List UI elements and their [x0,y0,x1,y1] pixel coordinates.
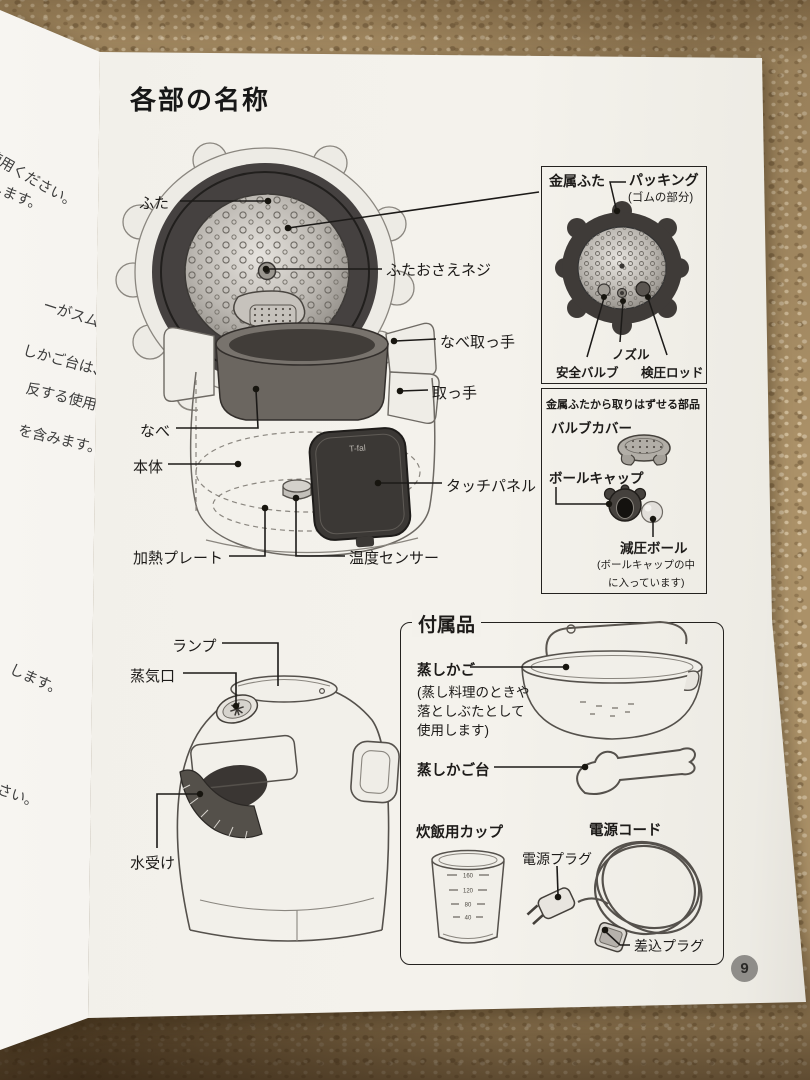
label-outlet-plug: 差込プラグ [634,938,704,954]
label-pot-handle: なべ取っ手 [440,334,516,351]
label-touch-panel: タッチパネル [446,478,537,495]
label-rice-cup: 炊飯用カップ [416,825,503,841]
steam-basket-note-line2: 落としぶたとして [417,704,525,719]
label-ball-cap: ボールキャップ [549,471,644,486]
leader-dots-main [234,197,404,512]
label-lid: ふた [139,195,170,212]
label-pressure-rod: 検圧ロッド [641,366,704,380]
page-number-badge: 9 [731,955,758,982]
left-page-text-fragment: を含みます。 [16,422,104,458]
label-water-receiver: 水受け [130,855,176,872]
label-body: 本体 [133,459,164,476]
steam-basket-note: (蒸し料理のときや 落としぶたとして 使用します) [417,683,530,740]
steam-basket-note-line1: (蒸し料理のときや [417,685,530,700]
label-pot: なべ [140,423,171,440]
left-page-text-fragment: します。 [6,661,66,700]
touch-panel-illustration: T-fal [308,427,412,548]
page-title: 各部の名称 [130,85,271,115]
leader-dots-bottom [196,702,240,798]
metal-lid-box-title: 金属ふた [549,173,605,189]
label-safety-valve: 安全バルブ [556,366,619,380]
label-pressure-ball-note1: (ボールキャップの中 [597,559,695,571]
label-steam-basket-stand: 蒸しかご台 [417,763,490,779]
label-power-plug: 電源プラグ [522,851,592,867]
label-lid-holding-screw: ふたおさえネジ [386,262,492,279]
leader-lines-bottom [156,642,279,848]
label-pressure-ball-note2: に入っています) [608,577,685,589]
label-packing-note: (ゴムの部分) [628,192,694,204]
leader-lines-main [168,191,540,557]
accessories-box-title: 付属品 [412,610,482,637]
label-valve-cover: バルブカバー [551,421,632,436]
removable-parts-box [541,388,707,594]
left-page-text-fragment: 反する使用 [24,380,99,414]
removable-box-title: 金属ふたから取りはずせる部品 [546,399,700,411]
closed-cooker-illustration [176,675,400,942]
label-packing: パッキング [629,172,699,188]
label-steam-basket: 蒸しかご [417,663,475,679]
label-lamp: ランプ [172,638,217,655]
metal-lid-box [541,166,707,384]
label-steam-vent: 蒸気口 [130,668,176,685]
label-nozzle: ノズル [612,348,650,362]
label-temp-sensor: 温度センサー [349,550,440,567]
label-power-cord: 電源コード [589,823,662,839]
label-pressure-ball: 減圧ボール [620,541,688,556]
left-page-text-fragment: ださい。 [0,776,42,812]
steam-basket-note-line3: 使用します) [417,723,489,738]
label-handle: 取っ手 [432,385,478,402]
label-heating-plate: 加熱プレート [133,550,224,567]
panel-logo: T-fal [349,443,366,454]
